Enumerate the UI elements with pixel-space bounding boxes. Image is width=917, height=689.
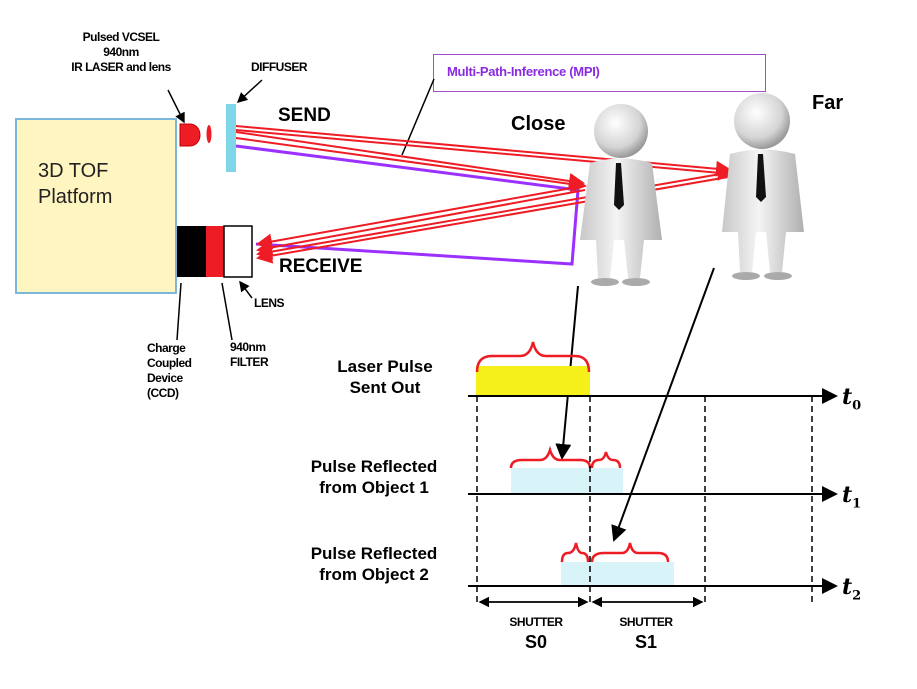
vcsel-label-line1: Pulsed VCSEL <box>82 30 160 44</box>
tof-platform-box <box>15 118 177 294</box>
far-person-figure <box>722 93 804 280</box>
lens-pointer <box>239 280 253 299</box>
mpi-pointer <box>401 78 435 156</box>
ccd-label-line2: Coupled <box>147 356 192 370</box>
t2-label: t2 <box>842 574 861 603</box>
t1-letter: t <box>842 482 853 508</box>
reflected-pulse-2-bar <box>561 562 674 586</box>
platform-label-line1: 3D TOF <box>38 160 109 182</box>
ccd-pointer <box>176 282 182 341</box>
object2-row-line1: Pulse Reflected <box>310 544 438 563</box>
ccd-label: Charge Coupled Device (CCD) <box>147 341 192 401</box>
t0-label: t0 <box>842 384 861 413</box>
close-person-figure <box>580 104 662 286</box>
laser-row-line1: Laser Pulse <box>337 357 433 376</box>
t1-label: t1 <box>842 482 861 511</box>
vcsel-label-line2: 940nm <box>103 45 139 59</box>
t0-sub: 0 <box>852 398 862 414</box>
mpi-box <box>433 54 766 92</box>
timing-row-object2-label: Pulse Reflected from Object 2 <box>286 543 462 585</box>
shutter-s0-label: SHUTTER S0 <box>486 615 586 654</box>
receive-label: RECEIVE <box>279 256 363 277</box>
filter-label-line2: FILTER <box>230 355 269 369</box>
filter-pointer <box>221 282 233 341</box>
diffuser-label: DIFFUSER <box>251 60 308 74</box>
platform-label: 3D TOF Platform <box>38 158 148 210</box>
time-axes <box>468 388 838 594</box>
close-label: Close <box>511 113 566 135</box>
vcsel-pointer <box>167 89 185 124</box>
ccd-sensor-stack <box>177 225 253 278</box>
shutter-s0-top: SHUTTER <box>509 615 563 629</box>
vcsel-label-line3: IR LASER and lens <box>71 60 171 74</box>
ccd-label-line1: Charge <box>147 341 186 355</box>
shutter-s1-top: SHUTTER <box>619 615 673 629</box>
timing-dashed-lines <box>476 396 813 606</box>
mpi-label: Multi-Path-Inference (MPI) <box>447 64 600 79</box>
diffuser-pointer <box>236 79 263 104</box>
ccd-label-line3: Device <box>147 371 183 385</box>
laser-pulse-bar <box>476 366 590 396</box>
vcsel-emitter <box>179 123 212 147</box>
t2-letter: t <box>842 574 853 600</box>
timing-row-laser-label: Laser Pulse Sent Out <box>325 356 445 398</box>
timing-row-object1-label: Pulse Reflected from Object 1 <box>286 456 462 498</box>
diffuser-plate <box>226 104 236 172</box>
platform-label-line2: Platform <box>38 186 113 208</box>
object2-pointer <box>611 267 715 542</box>
lens-label: LENS <box>254 296 285 310</box>
reflected-pulse-1-bar <box>511 468 623 494</box>
shutter-s0-bottom: S0 <box>524 632 548 652</box>
filter-label-line1: 940nm <box>230 340 266 354</box>
filter-label: 940nm FILTER <box>230 340 269 370</box>
t1-sub: 1 <box>852 496 862 512</box>
send-label: SEND <box>278 105 331 126</box>
t2-sub: 2 <box>852 588 862 604</box>
object2-row-line2: from Object 2 <box>319 565 429 584</box>
object1-row-line1: Pulse Reflected <box>310 457 438 476</box>
vcsel-label: Pulsed VCSEL 940nm IR LASER and lens <box>60 30 182 75</box>
far-label: Far <box>812 92 844 114</box>
mpi-path <box>235 144 580 266</box>
laser-row-line2: Sent Out <box>349 378 421 397</box>
shutter-s1-label: SHUTTER S1 <box>596 615 696 654</box>
shutter-s1-bottom: S1 <box>634 632 658 652</box>
t0-letter: t <box>842 384 853 410</box>
timing-braces <box>475 341 670 563</box>
ccd-label-line4: (CCD) <box>147 386 179 400</box>
object1-row-line2: from Object 1 <box>319 478 429 497</box>
receive-rays <box>256 171 735 264</box>
